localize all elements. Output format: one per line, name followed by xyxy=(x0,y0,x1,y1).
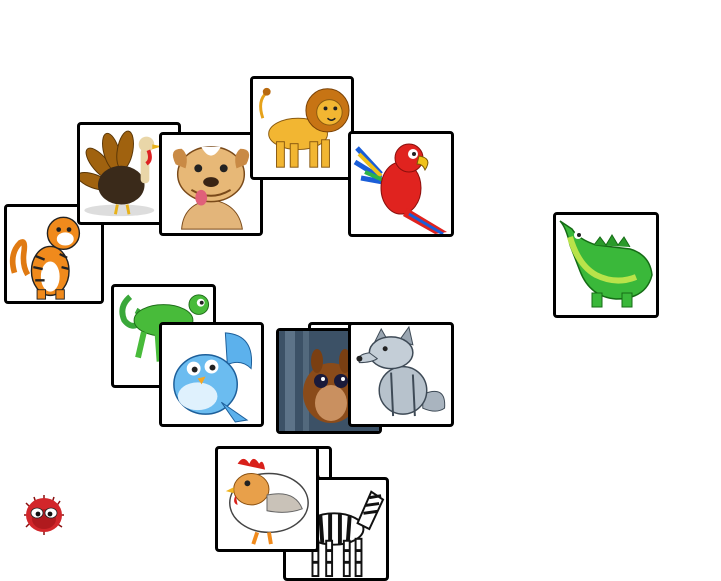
tile-guinea-pig[interactable] xyxy=(276,328,382,434)
bluebird-icon xyxy=(162,325,261,424)
fuzzy-red-creature-icon[interactable] xyxy=(20,493,68,537)
tile-bulldog[interactable] xyxy=(159,132,263,236)
crocodile-icon xyxy=(556,215,656,315)
bulldog-icon xyxy=(162,135,260,233)
tiger-icon xyxy=(7,207,101,301)
tile-bluebird[interactable] xyxy=(159,322,264,427)
hen-icon xyxy=(218,450,316,548)
wolf-icon xyxy=(351,325,451,424)
tile-hen[interactable] xyxy=(215,446,319,552)
tile-lion[interactable] xyxy=(250,76,354,180)
lion-icon xyxy=(253,79,351,177)
tile-parrot[interactable] xyxy=(348,131,454,237)
tile-crocodile[interactable] xyxy=(553,212,659,318)
tile-wolf[interactable] xyxy=(348,322,454,427)
parrot-icon xyxy=(351,134,451,234)
